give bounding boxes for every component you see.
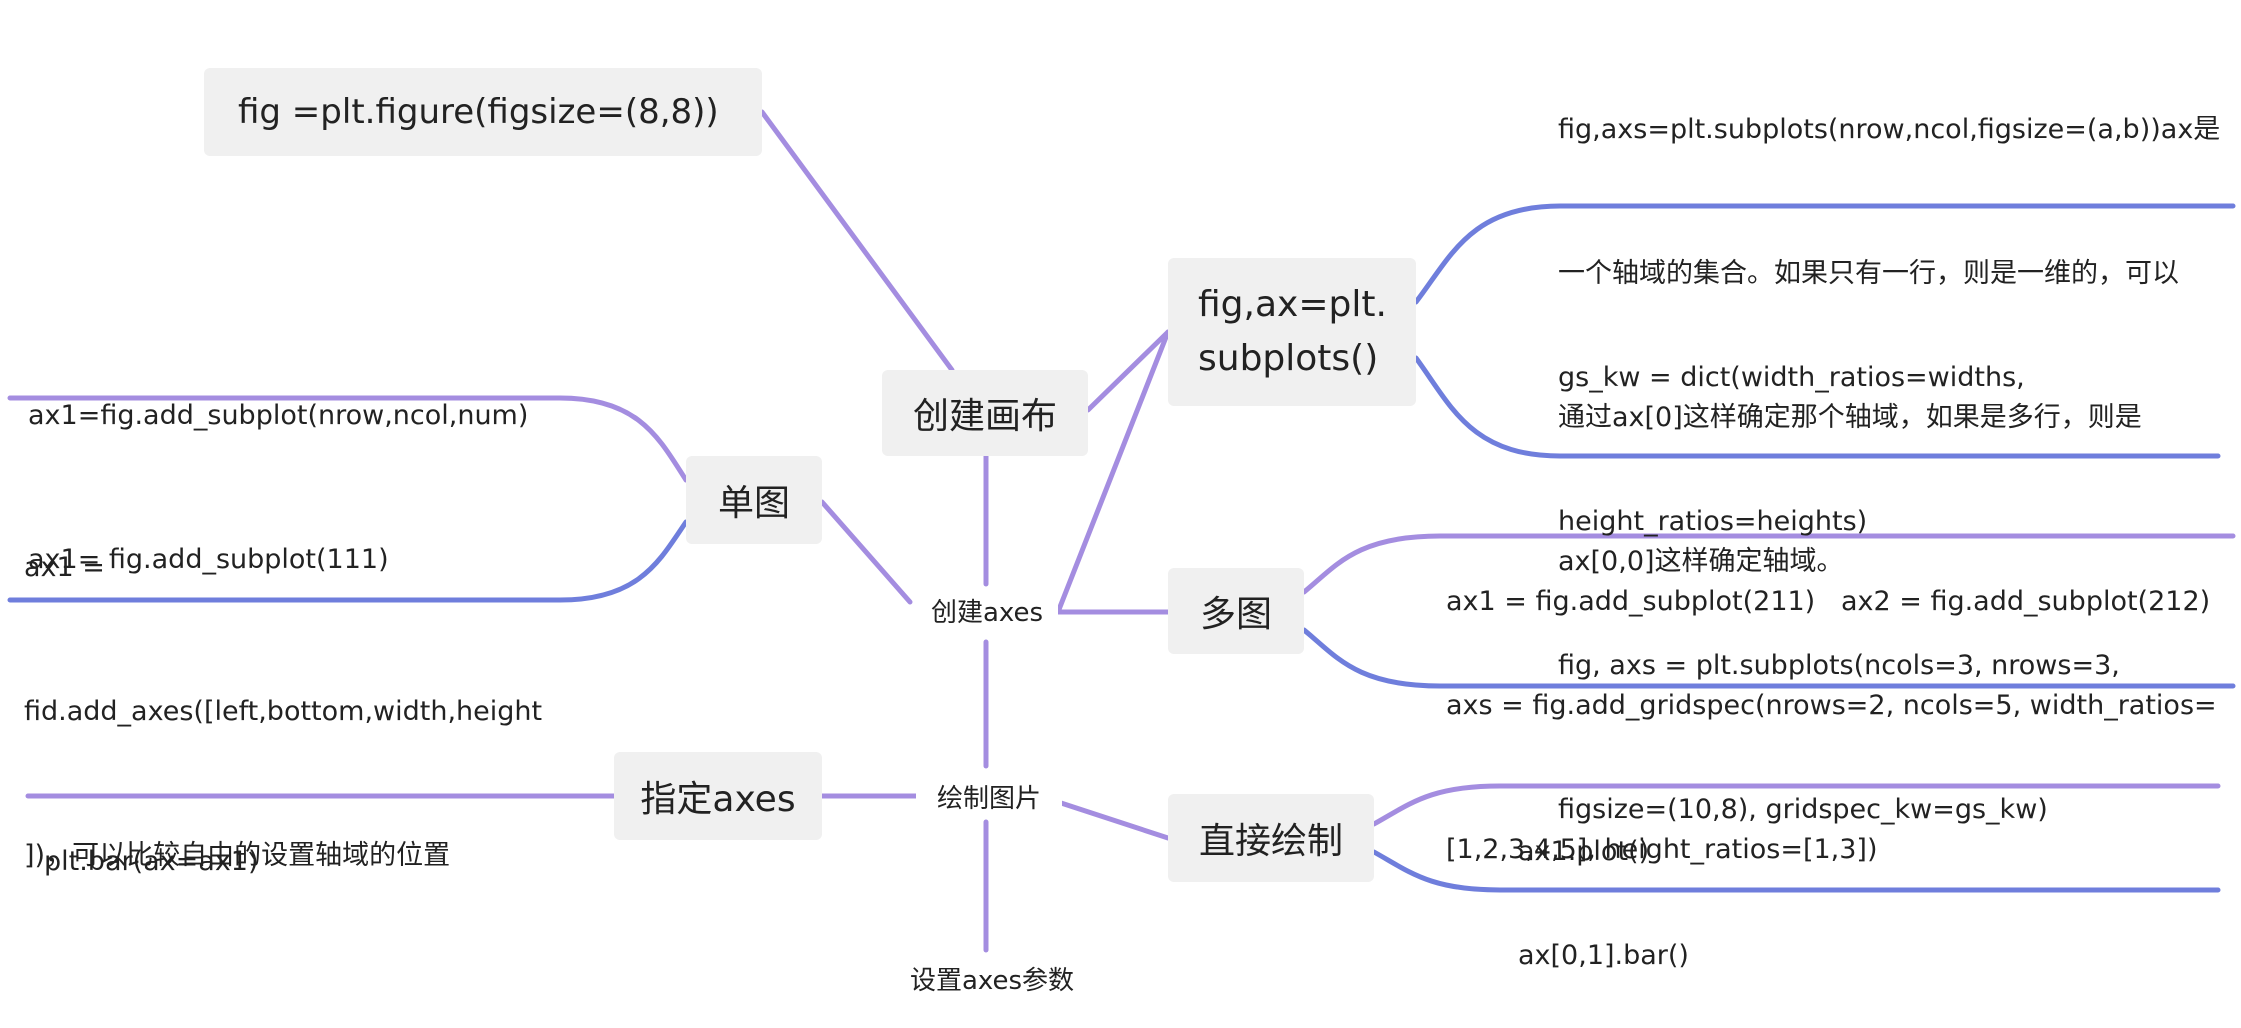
single-add-axes-note: ax1 = fid.add_axes([left,bottom,width,he…: [24, 448, 542, 928]
multi-gridspec-note: axs = fig.add_gridspec(nrows=2, ncols=5,…: [1446, 586, 2217, 922]
node-create-axes[interactable]: 创建axes: [916, 590, 1058, 631]
subplots-note-line: 一个轴域的集合。如果只有一行，则是一维的，可以: [1558, 258, 2179, 289]
single-label: 单图: [717, 483, 790, 524]
direct-bar-line: ax[0,1].bar(): [1518, 940, 1689, 971]
link-canvas-figure: [759, 109, 955, 373]
multi-subplot-note: ax1 = fig.add_subplot(211) ax2 = fig.add…: [1446, 482, 2210, 674]
link-multi-gridspec: [1301, 627, 2236, 689]
link-direct-bar: [1371, 849, 2221, 893]
multi-gridspec-line: axs = fig.add_gridspec(nrows=2, ncols=5,…: [1446, 690, 2217, 721]
specify-code-note: plt.bar(ax=ax1): [44, 742, 259, 934]
node-direct-draw[interactable]: 直接绘制: [1168, 794, 1374, 882]
multi-label: 多图: [1199, 594, 1272, 635]
subplots-note: fig,axs=plt.subplots(nrow,ncol,figsize=(…: [1558, 10, 2220, 634]
gridspec-note-line: height_ratios=heights): [1558, 506, 1868, 537]
link-draw-direct: [1055, 799, 1171, 841]
node-set-axes-params[interactable]: 设置axes参数: [894, 958, 1090, 999]
subplots-note-line: fig,axs=plt.subplots(nrow,ncol,figsize=(…: [1558, 114, 2221, 145]
single-subplot-note: ax1=fig.add_subplot(nrow,ncol,num) ax1= …: [28, 296, 528, 632]
link-multi-subplot: [1301, 533, 2236, 595]
subplots-note-line: 通过ax[0]这样确定那个轴域，如果是多行，则是: [1558, 402, 2142, 433]
link-subplots-gridspec: [1413, 355, 2221, 459]
specify-code-line: plt.bar(ax=ax1): [44, 846, 259, 877]
subplots-label-line-1: fig,ax=plt.: [1198, 284, 1387, 325]
single-subplot-line: ax1=fig.add_subplot(nrow,ncol,num): [28, 400, 529, 431]
gridspec-note-line: figsize=(10,8), gridspec_kw=gs_kw): [1558, 794, 2048, 825]
node-subplots[interactable]: fig,ax=plt. subplots(): [1168, 258, 1416, 406]
direct-plot-note: ax1.plot(): [1518, 732, 1649, 924]
node-specify-axes[interactable]: 指定axes: [614, 752, 822, 840]
single-add-axes-line: ])，可以比较自由的设置轴域的位置: [24, 840, 451, 871]
single-subplot-line: ax1= fig.add_subplot(111): [28, 544, 389, 575]
gridspec-note-line: fig, axs = plt.subplots(ncols=3, nrows=3…: [1558, 650, 2120, 681]
subplots-label-line-2: subplots(): [1198, 338, 1379, 379]
node-draw-image[interactable]: 绘制图片: [916, 776, 1062, 817]
link-axes-subplots: [1055, 329, 1171, 615]
single-add-axes-line: fid.add_axes([left,bottom,width,height: [24, 696, 543, 727]
multi-subplot-line: ax1 = fig.add_subplot(211) ax2 = fig.add…: [1446, 586, 2211, 617]
node-single[interactable]: 单图: [686, 456, 822, 544]
link-canvas-subplots: [1085, 329, 1171, 413]
single-add-axes-line: ax1 =: [24, 552, 105, 583]
link-single-subplot: [7, 395, 689, 483]
node-multi[interactable]: 多图: [1168, 568, 1304, 654]
gridspec-note: gs_kw = dict(width_ratios=widths, height…: [1558, 258, 2120, 882]
node-figure-code[interactable]: fig =plt.figure(figsize=(8,8)): [204, 68, 762, 156]
direct-plot-line: ax1.plot(): [1518, 836, 1650, 867]
link-subplots-note: [1413, 203, 2236, 305]
direct-bar-note: ax[0,1].bar(): [1518, 836, 1689, 1028]
direct-draw-label: 直接绘制: [1198, 821, 1343, 862]
link-single-addaxes: [7, 519, 689, 603]
gridspec-note-line: gs_kw = dict(width_ratios=widths,: [1558, 362, 2025, 393]
link-direct-plot: [1371, 783, 2221, 827]
subplots-note-line: ax[0,0]这样确定轴域。: [1558, 546, 1844, 577]
specify-axes-label: 指定axes: [640, 779, 796, 820]
node-create-canvas[interactable]: 创建画布: [882, 370, 1088, 456]
multi-gridspec-line: [1,2,3,4,5], height_ratios=[1,3]): [1446, 834, 1878, 865]
node-create-canvas-label: 创建画布: [912, 396, 1057, 437]
figure-code-label: fig =plt.figure(figsize=(8,8)): [238, 92, 719, 132]
link-axes-single: [819, 499, 913, 605]
